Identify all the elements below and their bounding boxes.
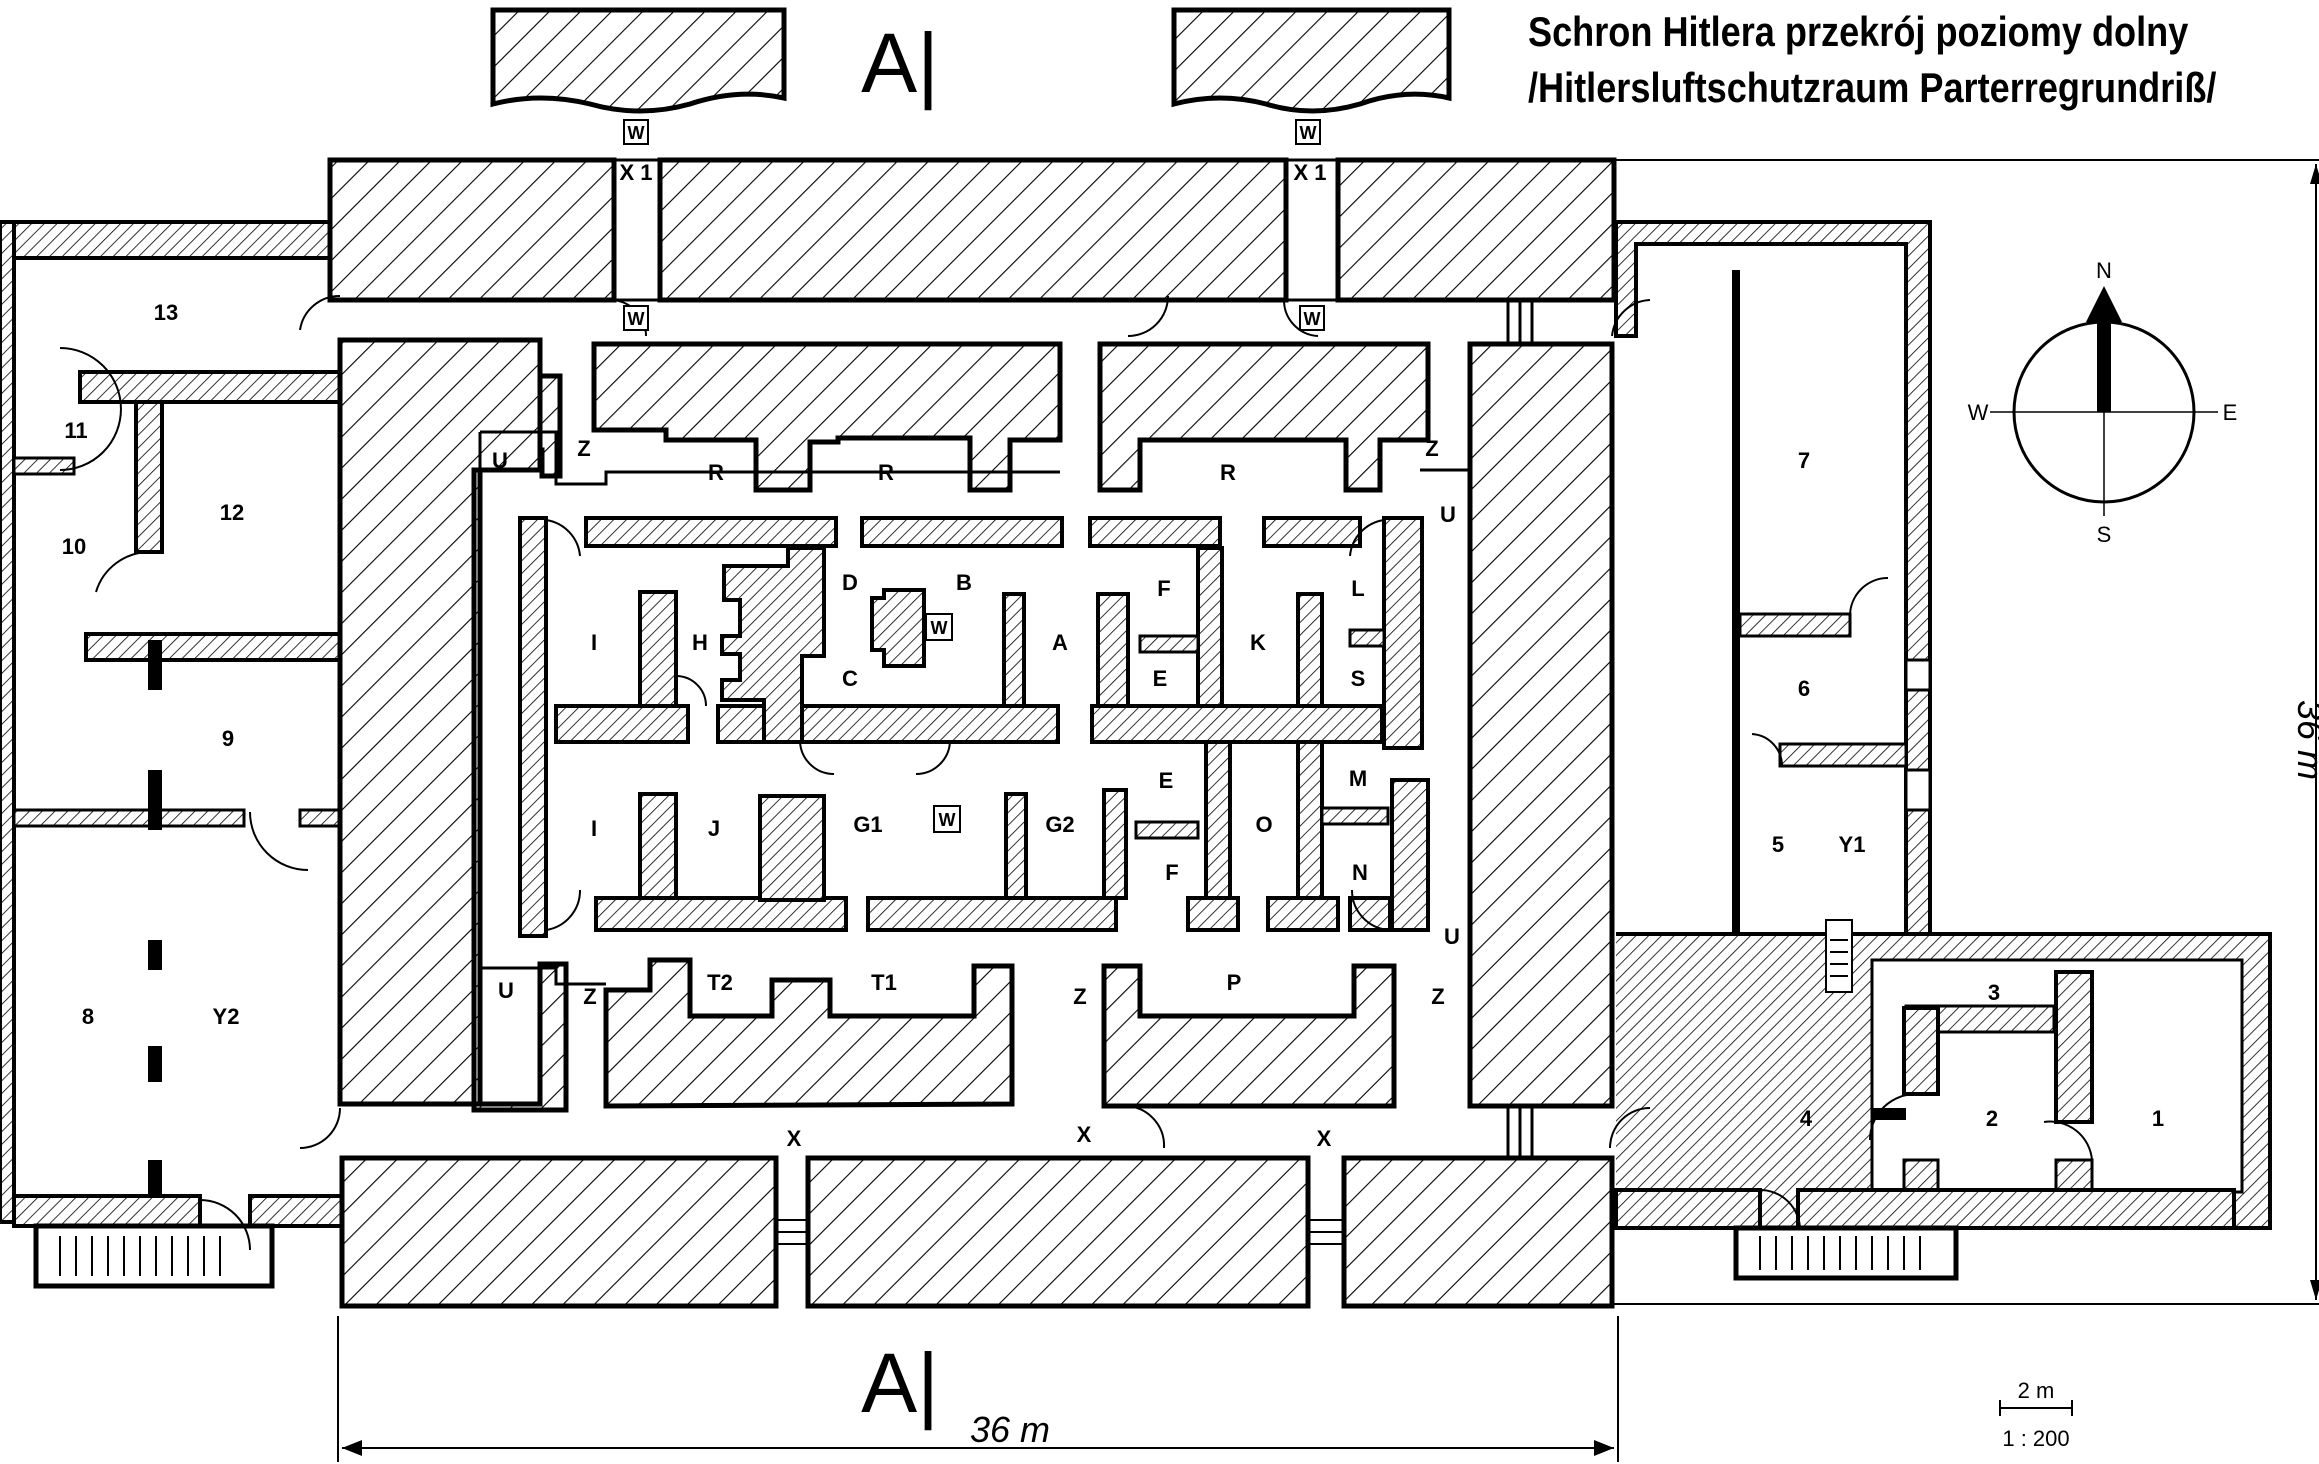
room-f-lower-label: F bbox=[1165, 860, 1178, 885]
room-8-label: 8 bbox=[82, 1004, 94, 1029]
room-a-label: A bbox=[1052, 630, 1068, 655]
compass-e-label: E bbox=[2223, 400, 2238, 425]
room-y1-label: Y1 bbox=[1839, 832, 1866, 857]
exit-x1-east-label: X 1 bbox=[1293, 160, 1326, 185]
compass-n-label: N bbox=[2096, 258, 2112, 283]
w-marker: W bbox=[939, 810, 956, 830]
room-d-label: D bbox=[842, 570, 858, 595]
room-c-label: C bbox=[842, 666, 858, 691]
room-l-label: L bbox=[1351, 576, 1364, 601]
north-arrow-icon bbox=[2097, 318, 2111, 412]
w-marker: W bbox=[1300, 123, 1317, 143]
corridor-outline bbox=[478, 430, 1470, 986]
room-j-label: J bbox=[708, 816, 720, 841]
room-b-label: B bbox=[956, 570, 972, 595]
room-g2-label: G2 bbox=[1045, 812, 1074, 837]
room-6-label: 6 bbox=[1798, 676, 1810, 701]
room-4-label: 4 bbox=[1800, 1106, 1813, 1131]
room-11-label: 11 bbox=[64, 418, 87, 443]
exit-x-2-label: X bbox=[1077, 1122, 1092, 1147]
room-n-label: N bbox=[1352, 860, 1368, 885]
room-5-label: 5 bbox=[1772, 832, 1784, 857]
room-y2-label: Y2 bbox=[213, 1004, 240, 1029]
room-t2-label: T2 bbox=[707, 970, 733, 995]
room-r-3-label: R bbox=[1220, 460, 1236, 485]
lock-z-2-label: Z bbox=[1425, 436, 1438, 461]
room-t1-label: T1 bbox=[871, 970, 897, 995]
w-marker: W bbox=[628, 123, 645, 143]
north-block-left bbox=[490, 7, 787, 114]
scale-ratio-label: 1 : 200 bbox=[2002, 1426, 2069, 1451]
compass-s-label: S bbox=[2097, 522, 2112, 547]
exit-x-1-label: X bbox=[787, 1126, 802, 1151]
room-7-label: 7 bbox=[1798, 448, 1810, 473]
w-marker: W bbox=[628, 309, 645, 329]
room-10-label: 10 bbox=[62, 534, 86, 559]
room-9-label: 9 bbox=[222, 726, 234, 751]
room-i-upper-label: I bbox=[591, 630, 597, 655]
title-line-1: Schron Hitlera przekrój poziomy dolny bbox=[1528, 8, 2189, 55]
corridor-u-sw-label: U bbox=[498, 978, 514, 1003]
room-13-label: 13 bbox=[154, 300, 178, 325]
room-r-2-label: R bbox=[878, 460, 894, 485]
dimension-width: 36 m bbox=[337, 1316, 1619, 1462]
room-p-label: P bbox=[1227, 970, 1242, 995]
stairs-northeast bbox=[1506, 300, 1534, 344]
stairs-southeast bbox=[1506, 1106, 1534, 1158]
title-line-2: /Hitlersluftschutzraum Parterregrundriß/ bbox=[1528, 64, 2217, 111]
plan-title: Schron Hitlera przekrój poziomy dolny /H… bbox=[1528, 4, 2217, 116]
scale-bar-label: 2 m bbox=[2018, 1378, 2055, 1403]
room-h-label: H bbox=[692, 630, 708, 655]
lock-z-4-label: Z bbox=[1073, 984, 1086, 1009]
corridor-u-se-label: U bbox=[1444, 924, 1460, 949]
lock-z-3-label: Z bbox=[583, 984, 596, 1009]
room-i-lower-label: I bbox=[591, 816, 597, 841]
corridor-u-nw-label: U bbox=[492, 448, 508, 473]
room-e-upper-label: E bbox=[1153, 666, 1168, 691]
section-mark-top: A| bbox=[861, 16, 939, 110]
exit-x1-west-label: X 1 bbox=[619, 160, 652, 185]
compass-w-label: W bbox=[1968, 400, 1989, 425]
room-3-label: 3 bbox=[1988, 980, 2000, 1005]
room-12-label: 12 bbox=[220, 500, 244, 525]
compass: N S E W bbox=[1968, 258, 2238, 547]
room-m-label: M bbox=[1349, 766, 1367, 791]
room-s-label: S bbox=[1351, 666, 1366, 691]
north-block-right bbox=[1171, 7, 1452, 114]
room-k-label: K bbox=[1250, 630, 1266, 655]
room-e-lower-label: E bbox=[1159, 768, 1174, 793]
room-f-upper-label: F bbox=[1157, 576, 1170, 601]
room-2-label: 2 bbox=[1986, 1106, 1998, 1131]
height-dimension-label: 36 m bbox=[2290, 700, 2319, 780]
w-markers: W W W W W W bbox=[623, 119, 1325, 833]
scale-bar: 2 m 1 : 200 bbox=[1999, 1378, 2073, 1451]
lock-z-1-label: Z bbox=[577, 436, 590, 461]
room-r-1-label: R bbox=[708, 460, 724, 485]
room-1-label: 1 bbox=[2152, 1106, 2164, 1131]
central-rooms bbox=[518, 516, 1430, 938]
width-dimension-label: 36 m bbox=[970, 1409, 1050, 1450]
room-g1-label: G1 bbox=[853, 812, 882, 837]
east-wing bbox=[1614, 270, 2272, 1281]
w-marker: W bbox=[931, 618, 948, 638]
dimension-height: 36 m bbox=[1614, 159, 2319, 1305]
room-o-label: O bbox=[1255, 812, 1272, 837]
w-marker: W bbox=[1304, 309, 1321, 329]
west-wing bbox=[0, 220, 344, 1289]
lock-z-5-label: Z bbox=[1431, 984, 1444, 1009]
corridor-u-ne-label: U bbox=[1440, 502, 1456, 527]
section-mark-bottom: A| bbox=[861, 1336, 939, 1430]
exit-x-3-label: X bbox=[1317, 1126, 1332, 1151]
bunker-walls bbox=[327, 157, 1932, 1309]
